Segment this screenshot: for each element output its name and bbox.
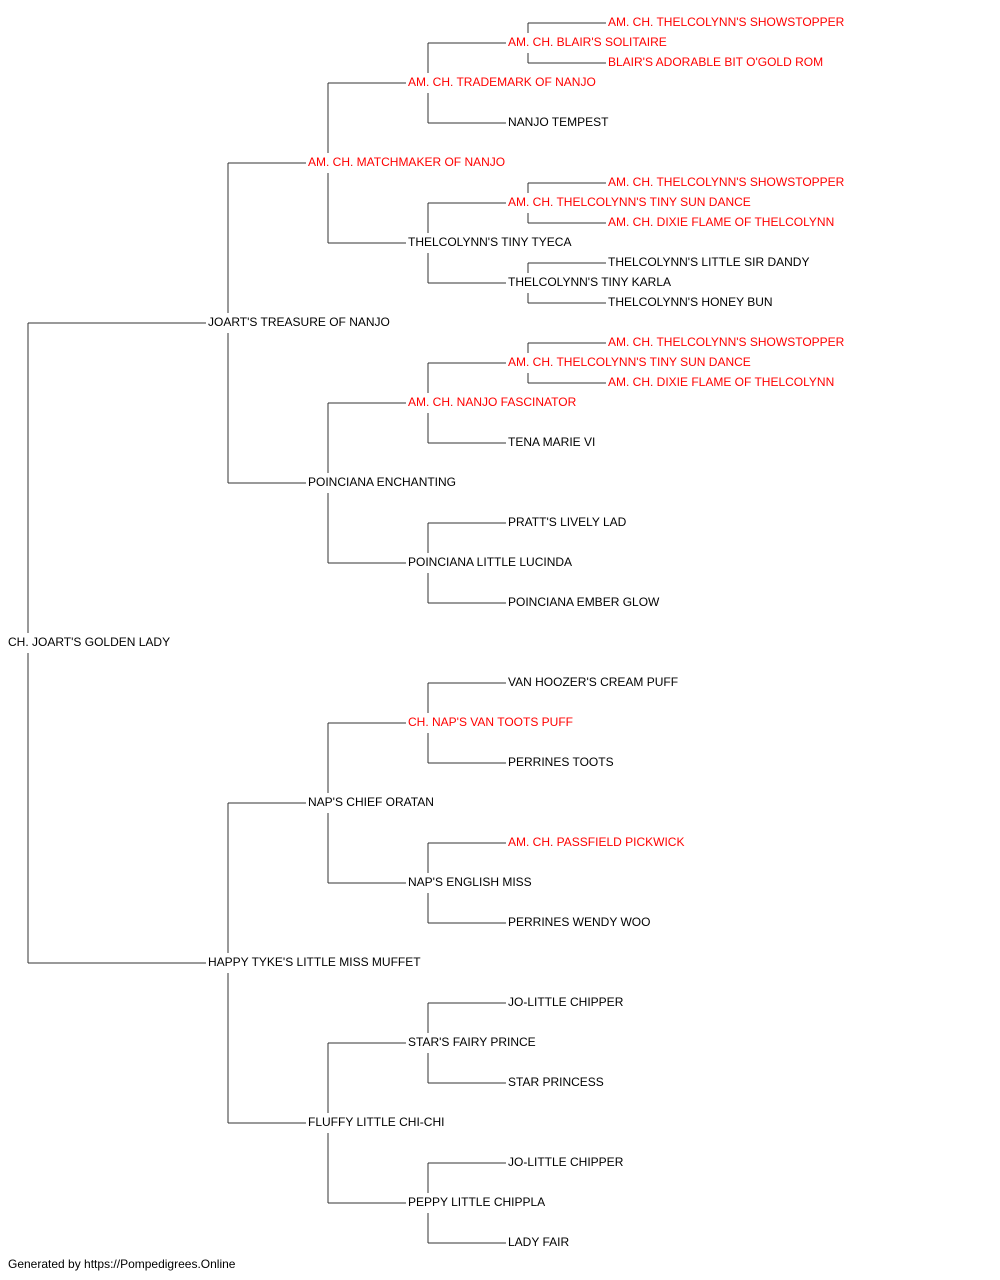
dog-name: PERRINES WENDY WOO [508, 915, 650, 929]
dog-name: HAPPY TYKE'S LITTLE MISS MUFFET [208, 955, 421, 969]
dog-name: NAP'S ENGLISH MISS [408, 875, 532, 889]
dog-name-champion: AM. CH. NANJO FASCINATOR [408, 395, 577, 409]
dog-name-champion: AM. CH. MATCHMAKER OF NANJO [308, 155, 505, 169]
dog-name: PERRINES TOOTS [508, 755, 614, 769]
dog-name-champion: AM. CH. THELCOLYNN'S TINY SUN DANCE [508, 195, 751, 209]
dog-name: FLUFFY LITTLE CHI-CHI [308, 1115, 444, 1129]
dog-name: LADY FAIR [508, 1235, 569, 1249]
dog-name: CH. JOART'S GOLDEN LADY [8, 635, 170, 649]
dog-name: PRATT'S LIVELY LAD [508, 515, 627, 529]
dog-name: STAR PRINCESS [508, 1075, 604, 1089]
dog-name-champion: AM. CH. PASSFIELD PICKWICK [508, 835, 684, 849]
dog-name: THELCOLYNN'S TINY KARLA [508, 275, 671, 289]
dog-name-champion: AM. CH. DIXIE FLAME OF THELCOLYNN [608, 375, 834, 389]
dog-name: JOART'S TREASURE OF NANJO [208, 315, 390, 329]
dog-name: THELCOLYNN'S TINY TYECA [408, 235, 571, 249]
dog-name: STAR'S FAIRY PRINCE [408, 1035, 536, 1049]
dog-name: POINCIANA LITTLE LUCINDA [408, 555, 572, 569]
dog-name-champion: AM. CH. THELCOLYNN'S SHOWSTOPPER [608, 335, 845, 349]
dog-name-champion: CH. NAP'S VAN TOOTS PUFF [408, 715, 573, 729]
dog-name: VAN HOOZER'S CREAM PUFF [508, 675, 678, 689]
dog-name: THELCOLYNN'S HONEY BUN [608, 295, 773, 309]
dog-name-champion: AM. CH. THELCOLYNN'S SHOWSTOPPER [608, 15, 845, 29]
dog-name-champion: AM. CH. TRADEMARK OF NANJO [408, 75, 596, 89]
dog-name-champion: BLAIR'S ADORABLE BIT O'GOLD ROM [608, 55, 823, 69]
dog-name: POINCIANA EMBER GLOW [508, 595, 660, 609]
dog-name: TENA MARIE VI [508, 435, 595, 449]
dog-name: NAP'S CHIEF ORATAN [308, 795, 434, 809]
dog-name: NANJO TEMPEST [508, 115, 609, 129]
dog-name: PEPPY LITTLE CHIPPLA [408, 1195, 545, 1209]
dog-name-champion: AM. CH. THELCOLYNN'S SHOWSTOPPER [608, 175, 845, 189]
dog-name-champion: AM. CH. THELCOLYNN'S TINY SUN DANCE [508, 355, 751, 369]
footer-credit: Generated by https://Pompedigrees.Online [8, 1257, 236, 1271]
dog-name-champion: AM. CH. DIXIE FLAME OF THELCOLYNN [608, 215, 834, 229]
dog-name-champion: AM. CH. BLAIR'S SOLITAIRE [508, 35, 667, 49]
dog-name: JO-LITTLE CHIPPER [508, 1155, 624, 1169]
dog-name: JO-LITTLE CHIPPER [508, 995, 624, 1009]
dog-name: POINCIANA ENCHANTING [308, 475, 456, 489]
dog-name: THELCOLYNN'S LITTLE SIR DANDY [608, 255, 809, 269]
